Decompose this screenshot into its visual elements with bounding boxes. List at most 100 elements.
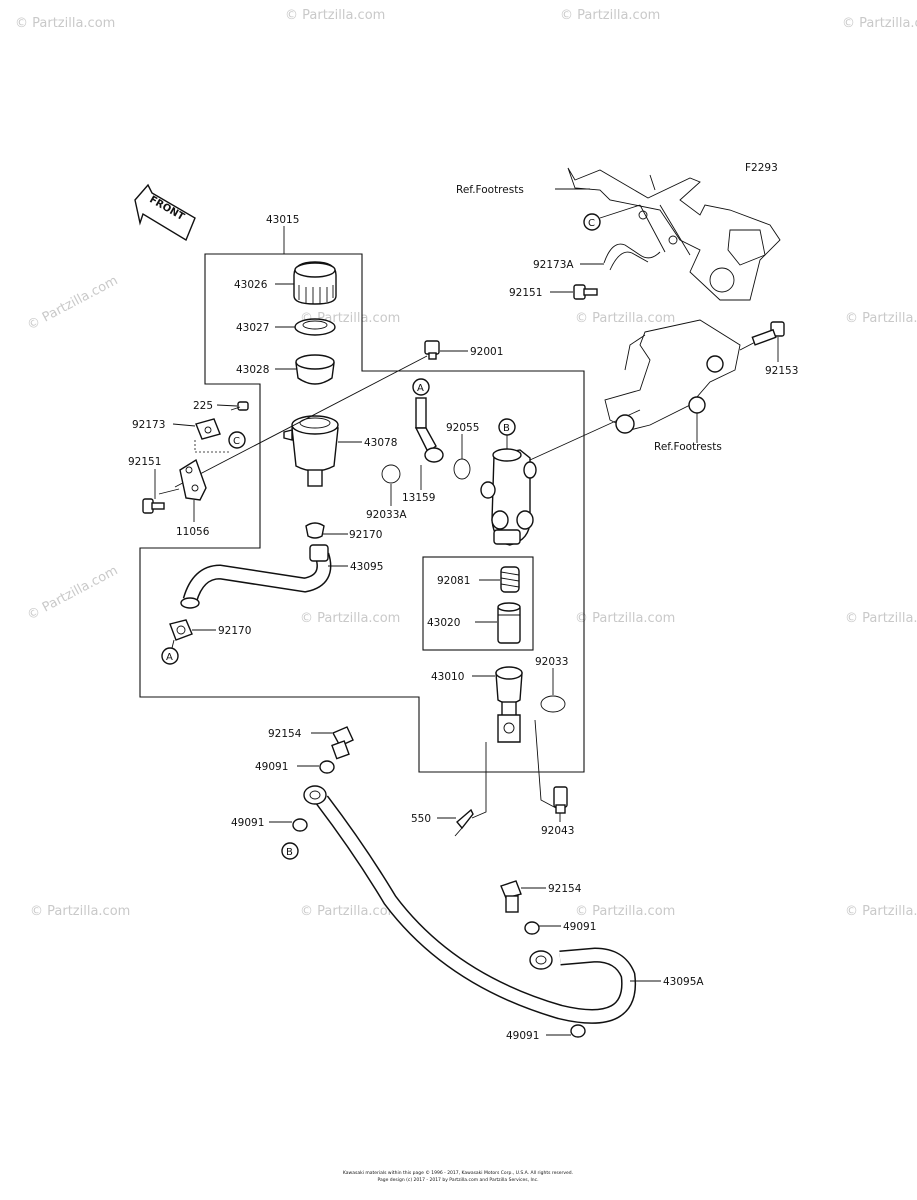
watermark: © Partzilla.com xyxy=(300,611,400,626)
marker-b: B xyxy=(281,842,299,860)
part-label-92043: 92043 xyxy=(541,825,574,837)
bolt-92151 xyxy=(573,284,598,300)
brake-hose xyxy=(303,785,637,1024)
assembly-outline-43015 xyxy=(139,253,585,773)
piston xyxy=(497,602,521,644)
washer xyxy=(292,818,308,832)
svg-text:C: C xyxy=(588,218,595,229)
part-label-92170: 92170 xyxy=(218,625,251,637)
front-arrow-icon: FRONT xyxy=(134,183,196,242)
bolt-92151 xyxy=(142,498,165,514)
master-cylinder-body xyxy=(480,448,537,546)
diaphragm-plate xyxy=(295,354,335,385)
clamp-92173 xyxy=(195,418,221,440)
diaphragm xyxy=(294,318,336,336)
push-rod-assembly xyxy=(495,666,523,743)
ref-footrests-label-top: Ref.Footrests xyxy=(456,184,524,196)
part-label-92033A: 92033A xyxy=(366,509,407,521)
part-label-49091: 49091 xyxy=(563,921,596,933)
part-label-43027: 43027 xyxy=(236,322,269,334)
svg-text:B: B xyxy=(503,423,510,434)
washer xyxy=(319,760,335,774)
part-label-43095: 43095 xyxy=(350,561,383,573)
part-label-92154: 92154 xyxy=(548,883,582,895)
hose-fitting xyxy=(414,397,444,463)
marker-a: A xyxy=(412,378,430,396)
part-label-92151: 92151 xyxy=(509,287,542,299)
ref-footrests-label-right: Ref.Footrests xyxy=(654,441,722,453)
hose-clip xyxy=(169,619,193,641)
svg-text:B: B xyxy=(286,847,293,858)
marker-c: C xyxy=(583,213,601,231)
watermark: © Partzilla.com xyxy=(560,8,660,23)
part-label-550: 550 xyxy=(411,813,431,825)
watermark: © Partzilla.com xyxy=(842,16,917,31)
reservoir-cap xyxy=(293,261,337,305)
clamp-92173A xyxy=(603,243,661,271)
watermark: © Partzilla.com xyxy=(15,16,115,31)
circlip xyxy=(381,464,401,484)
part-label-92173A: 92173A xyxy=(533,259,574,271)
part-label-43020: 43020 xyxy=(427,617,460,629)
washer xyxy=(524,921,540,935)
circlip xyxy=(540,695,566,713)
watermark: © Partzilla.com xyxy=(575,904,675,919)
watermark: © Partzilla.com xyxy=(575,611,675,626)
svg-text:A: A xyxy=(166,652,173,663)
part-label-92033: 92033 xyxy=(535,656,568,668)
part-label-49091: 49091 xyxy=(506,1030,539,1042)
part-label-92151: 92151 xyxy=(128,456,161,468)
watermark: © Partzilla.com xyxy=(845,311,917,326)
part-label-225: 225 xyxy=(193,400,213,412)
o-ring xyxy=(453,458,471,480)
figure-code: F2293 xyxy=(745,162,778,174)
watermark: © Partzilla.com xyxy=(30,904,130,919)
washer xyxy=(570,1024,586,1038)
part-label-92001: 92001 xyxy=(470,346,503,358)
frame-bracket-top xyxy=(567,167,781,301)
part-label-92170: 92170 xyxy=(349,529,382,541)
mounting-bracket xyxy=(179,458,207,501)
watermark: © Partzilla.com xyxy=(25,563,121,623)
cotter-pin xyxy=(454,808,474,837)
copyright-line: Page design (c) 2017 - 2017 by Partzilla… xyxy=(377,1177,538,1183)
marker-a: A xyxy=(161,647,179,665)
part-label-43015: 43015 xyxy=(266,214,299,226)
part-label-13159: 13159 xyxy=(402,492,435,504)
part-label-92154: 92154 xyxy=(268,728,302,740)
svg-text:A: A xyxy=(417,383,424,394)
banjo-bolt xyxy=(331,726,354,760)
bolt-92153 xyxy=(751,321,785,346)
part-label-43078: 43078 xyxy=(364,437,397,449)
copyright-line: Kawasaki materials within this page © 19… xyxy=(343,1169,573,1176)
assembly-outline-43020 xyxy=(422,556,534,651)
part-label-49091: 49091 xyxy=(231,817,264,829)
svg-text:C: C xyxy=(233,436,240,447)
part-label-43028: 43028 xyxy=(236,364,269,376)
part-label-43095A: 43095A xyxy=(663,976,704,988)
watermark: © Partzilla.com xyxy=(300,904,400,919)
part-label-92173: 92173 xyxy=(132,419,165,431)
watermark: © Partzilla.com xyxy=(845,904,917,919)
watermark: © Partzilla.com xyxy=(575,311,675,326)
part-label-43010: 43010 xyxy=(431,671,464,683)
reservoir-hose xyxy=(180,544,332,609)
pin xyxy=(553,786,568,814)
banjo-bolt xyxy=(500,880,522,913)
watermark: © Partzilla.com xyxy=(285,8,385,23)
spring xyxy=(500,566,520,593)
footrest-bracket xyxy=(604,319,741,434)
bolt-92001 xyxy=(424,340,440,360)
part-label-11056: 11056 xyxy=(176,526,210,538)
watermark: © Partzilla.com xyxy=(25,273,121,333)
part-label-43026: 43026 xyxy=(234,279,268,291)
part-label-49091: 49091 xyxy=(255,761,288,773)
watermark: © Partzilla.com xyxy=(845,611,917,626)
marker-b: B xyxy=(498,418,516,436)
part-label-92055: 92055 xyxy=(446,422,479,434)
marker-c: C xyxy=(228,431,246,449)
hose-clip xyxy=(305,522,325,539)
part-label-92153: 92153 xyxy=(765,365,798,377)
reservoir-tank xyxy=(283,415,339,487)
